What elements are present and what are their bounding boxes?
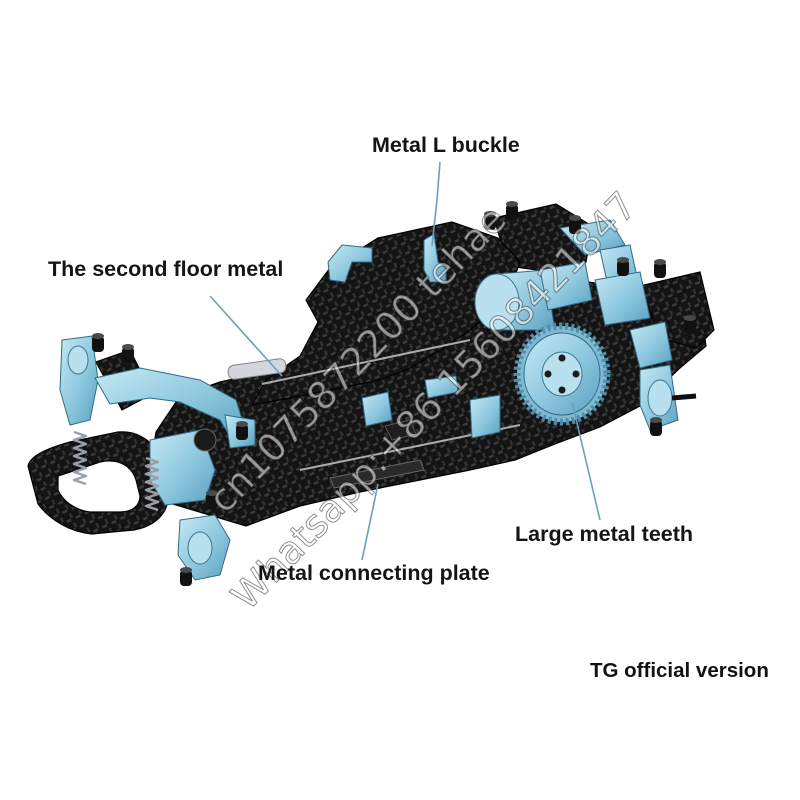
front-left-hub [67, 345, 89, 375]
center-block-left [361, 391, 393, 427]
leader-line-second-floor [209, 295, 283, 377]
leader-line-l-buckle [431, 161, 441, 247]
center-block-mid [424, 375, 459, 399]
callout-second-floor: The second floor metal [48, 257, 283, 281]
callout-connecting-plate: Metal connecting plate [258, 561, 490, 585]
metal-l-buckle [423, 233, 447, 283]
gear-hole [544, 370, 552, 378]
rear-diff-block [629, 321, 673, 369]
callout-l-buckle: Metal L buckle [372, 133, 520, 157]
rear-axle [671, 393, 697, 401]
version-tag: TG official version [590, 659, 769, 682]
rear-right-block [594, 271, 651, 326]
screw-knob [92, 333, 104, 352]
center-block-right [469, 394, 501, 439]
screw-knob [654, 259, 666, 278]
gear-hole [558, 386, 566, 394]
metal-connecting-plate [329, 459, 425, 489]
gear-hub [541, 351, 583, 397]
bearing-block [539, 261, 593, 311]
cable-clamp [384, 419, 417, 441]
leader-line-connecting-plate [361, 483, 379, 561]
motor-mount-cylinder [474, 273, 520, 331]
screw-knob [236, 421, 248, 440]
screw-knob [506, 201, 518, 220]
carbon-second-floor-plate [250, 221, 521, 406]
leader-line-metal-teeth [571, 401, 601, 521]
screw-knob [650, 417, 662, 436]
turnbuckle-link [261, 339, 471, 385]
gear-hole [572, 370, 580, 378]
screw-knob [122, 344, 134, 363]
rear-right-hub [647, 379, 673, 417]
left-l-bracket [327, 244, 373, 283]
screw-knob [617, 257, 629, 276]
screw-knob [180, 567, 192, 586]
steering-pivot [193, 428, 217, 452]
gear-hole [558, 354, 566, 362]
screw-knob [684, 315, 696, 334]
front-right-hub [187, 531, 213, 565]
callout-metal-teeth: Large metal teeth [515, 522, 693, 546]
large-metal-spur-gear [513, 322, 611, 426]
